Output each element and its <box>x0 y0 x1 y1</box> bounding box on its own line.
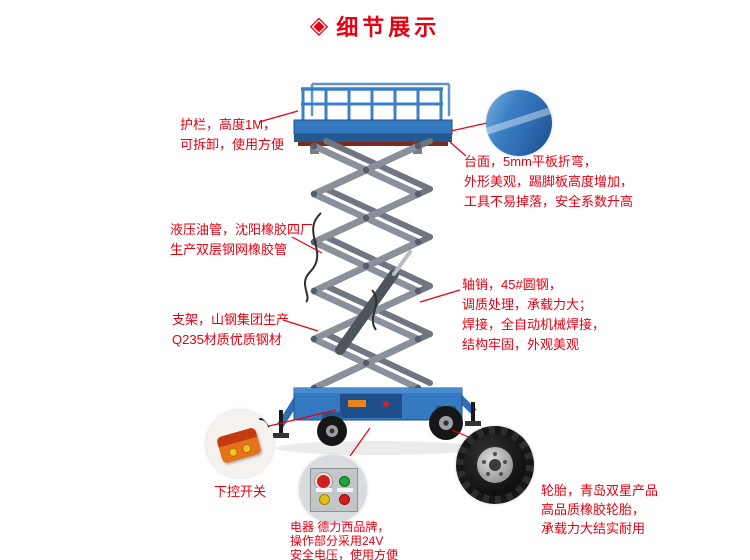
diamond-icon: ◈ <box>309 12 329 39</box>
green-button-icon <box>339 476 350 487</box>
hub-bolt <box>503 460 507 464</box>
hub-bolt <box>493 452 497 456</box>
control-panel-box <box>310 468 358 512</box>
panel-label-strip <box>337 488 353 492</box>
annotation-axle-pin: 轴销，45#圆钢， 调质处理，承载力大； 焊接，全自动机械焊接， 结构牢固，外观… <box>462 277 606 352</box>
hydraulic-hose <box>304 212 378 331</box>
platform-deck <box>293 119 453 154</box>
hub-bolt <box>486 472 490 476</box>
annotation-support-frame: 支架，山钢集团生产 Q235材质优质钢材 <box>172 312 290 347</box>
annotation-tire: 轮胎，青岛双星产品 高品质橡胶轮胎， 承载力大结实耐用 <box>541 483 659 536</box>
hydraulic-cylinder <box>335 250 412 355</box>
annotation-hydraulic-hose: 液压油管，沈阳橡胶四厂 生产双层钢网橡胶管 <box>170 222 314 257</box>
annotation-guardrail: 护栏，高度1M， 可拆卸，使用方便 <box>180 117 285 152</box>
annotation-lower-switch: 下控开关 <box>213 484 266 499</box>
panel-label-strip <box>316 488 332 492</box>
control-panel-photo <box>299 455 367 523</box>
yellow-button-icon <box>319 494 330 505</box>
remote-button-icon <box>227 446 239 458</box>
hub-bolt <box>482 460 486 464</box>
callout-lines <box>258 110 488 457</box>
page-title: ◈ 细节展示 <box>0 10 750 42</box>
guardrail <box>301 82 451 122</box>
red-button-icon <box>339 494 350 505</box>
title-text: 细节展示 <box>336 15 441 40</box>
remote-control-photo <box>206 410 274 478</box>
hub-bolt <box>499 472 503 476</box>
platform-detail-photo <box>486 90 552 156</box>
tire-axle-center <box>489 459 501 471</box>
pivot-joints <box>310 142 422 392</box>
remote-button-icon <box>241 442 253 455</box>
tire-photo <box>456 426 534 504</box>
ground-shadow <box>276 441 480 455</box>
annotation-electric: 电器 德力西品牌， 操作部分采用24V 安全电压，使用方便 <box>290 520 399 560</box>
platform-photo-highlight <box>486 102 552 137</box>
annotation-platform: 台面，5mm平板折弯， 外形美观，踢脚板高度增加， 工具不易掉落，安全系数升高 <box>464 154 634 209</box>
